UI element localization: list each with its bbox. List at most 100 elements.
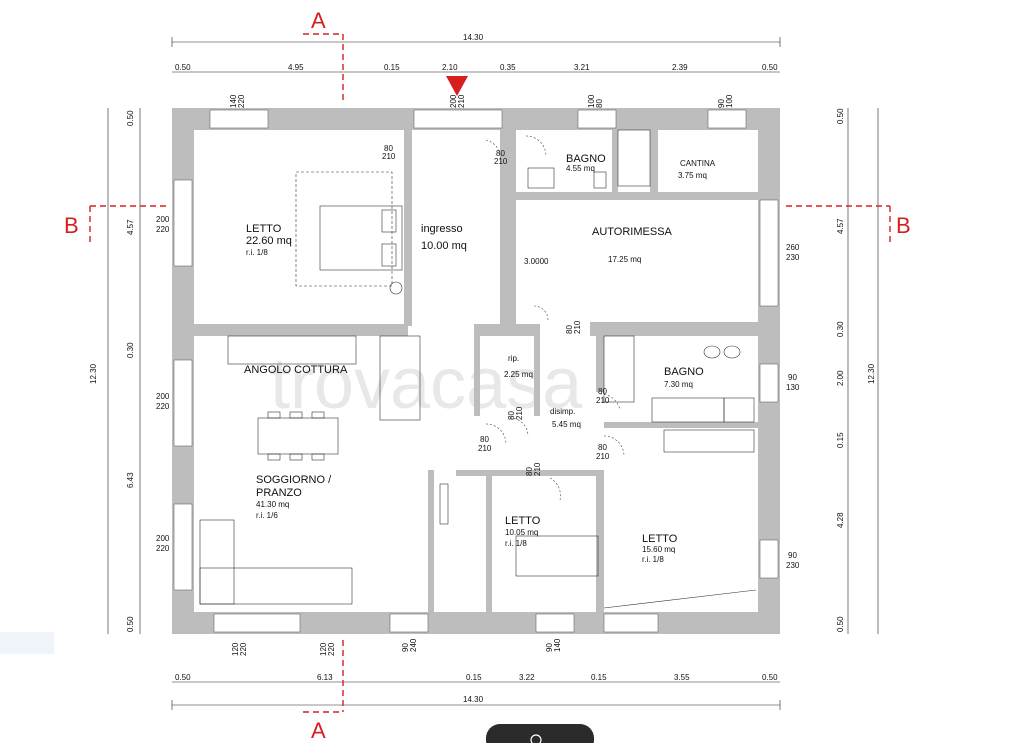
room-autorimessa-height: 3.0000 [524, 257, 549, 266]
dim-bottom-seg: 0.50 [175, 673, 191, 682]
opening-label: 80 [595, 99, 604, 108]
opening-label: 230 [786, 253, 800, 262]
opening-label: 90 [545, 643, 554, 652]
room-cantina-name: CANTINA [680, 159, 716, 168]
section-a-bottom: A [311, 718, 326, 743]
opening-labels: 140 220 200 210 100 80 90 100 200 220 20… [156, 94, 800, 656]
dim-bottom-seg: 0.15 [466, 673, 482, 682]
room-soggiorno-name2: PRANZO [256, 487, 302, 499]
room-bagno1-name: BAGNO [566, 153, 606, 165]
room-letto2-name: LETTO [505, 515, 541, 527]
opening-label: 210 [382, 152, 396, 161]
opening-label: 210 [457, 94, 466, 108]
room-soggiorno-name: SOGGIORNO / [256, 474, 332, 486]
room-letto2-area: 10.05 mq [505, 528, 538, 537]
section-b-left: B [64, 213, 79, 238]
room-rip-name: rip. [508, 354, 519, 363]
dim-bottom-seg: 3.22 [519, 673, 535, 682]
opening-label: 90 [788, 551, 797, 560]
dim-top-seg: 0.35 [500, 63, 516, 72]
opening-label: 80 [507, 411, 516, 420]
opening-label: 80 [496, 149, 505, 158]
room-soggiorno-ri: r.i. 1/6 [256, 511, 278, 520]
opening-label: 210 [494, 157, 508, 166]
room-ingresso-area: 10.00 mq [421, 240, 467, 252]
opening-label: 80 [384, 144, 393, 153]
room-letto1-ri: r.i. 1/8 [246, 248, 268, 257]
opening-label: 240 [409, 638, 418, 652]
room-bagno2-name: BAGNO [664, 366, 704, 378]
dim-bottom-seg: 0.15 [591, 673, 607, 682]
room-letto2-ri: r.i. 1/8 [505, 539, 527, 548]
opening-label: 230 [786, 561, 800, 570]
opening-label: 100 [725, 94, 734, 108]
room-disimp-area: 5.45 mq [552, 420, 581, 429]
opening-label: 80 [525, 467, 534, 476]
entrance-arrow-icon [446, 76, 468, 96]
opening-label: 200 [156, 215, 170, 224]
dim-right-seg: 2.00 [836, 370, 845, 386]
room-disimp-name: disimp. [550, 407, 575, 416]
opening-label: 140 [229, 94, 238, 108]
room-letto1-area: 22.60 mq [246, 235, 292, 247]
search-icon[interactable] [530, 734, 542, 743]
dim-top-seg: 0.50 [175, 63, 191, 72]
opening-label: 80 [598, 443, 607, 452]
dim-bottom-total: 14.30 [463, 695, 484, 704]
opening-label: 220 [239, 642, 248, 656]
room-soggiorno-area: 41.30 mq [256, 500, 289, 509]
room-rip-area: 2.25 mq [504, 370, 533, 379]
watermark: trovacasa [270, 344, 583, 424]
section-markers: A A B B [64, 8, 911, 743]
opening-label: 120 [319, 642, 328, 656]
dim-right-seg: 0.15 [836, 432, 845, 448]
opening-label: 90 [788, 373, 797, 382]
dim-left-seg: 0.50 [126, 616, 135, 632]
room-letto1-name: LETTO [246, 223, 282, 235]
opening-label: 220 [156, 225, 170, 234]
dim-left-seg: 0.30 [126, 342, 135, 358]
opening-label: 80 [480, 435, 489, 444]
viewer-control-pill[interactable] [486, 724, 594, 743]
opening-label: 80 [565, 325, 574, 334]
room-letto3-area: 15.60 mq [642, 545, 675, 554]
opening-label: 200 [156, 392, 170, 401]
fixtures [199, 129, 757, 609]
dim-right-seg: 0.30 [836, 321, 845, 337]
opening-label: 210 [573, 320, 582, 334]
dims-top: 14.30 0.50 4.95 0.15 2.10 0.35 3.21 2.39… [171, 33, 781, 73]
room-autorimessa-name: AUTORIMESSA [592, 226, 673, 238]
dim-bottom-seg: 0.50 [762, 673, 778, 682]
dim-top-seg: 3.21 [574, 63, 590, 72]
dim-top-seg: 2.39 [672, 63, 688, 72]
room-bagno1-area: 4.55 mq [566, 164, 595, 173]
opening-label: 80 [598, 387, 607, 396]
room-labels: LETTO 22.60 mq r.i. 1/8 ingresso 10.00 m… [244, 153, 716, 564]
opening-label: 210 [478, 444, 492, 453]
walls [172, 108, 780, 634]
dim-right-total: 12.30 [867, 363, 876, 384]
dims-right: 12.30 0.50 4.57 0.30 2.00 0.15 4.28 0.50 [836, 108, 879, 634]
opening-label: 220 [327, 642, 336, 656]
opening-label: 120 [231, 642, 240, 656]
dim-bottom-seg: 3.55 [674, 673, 690, 682]
section-a-top: A [311, 8, 326, 33]
opening-label: 200 [449, 94, 458, 108]
dim-right-seg: 0.50 [836, 616, 845, 632]
opening-label: 140 [553, 638, 562, 652]
opening-label: 220 [156, 402, 170, 411]
opening-label: 260 [786, 243, 800, 252]
opening-label: 90 [717, 99, 726, 108]
opening-label: 210 [515, 406, 524, 420]
opening-label: 200 [156, 534, 170, 543]
opening-label: 100 [587, 94, 596, 108]
side-panel-edge [0, 632, 54, 654]
room-bagno2-area: 7.30 mq [664, 380, 693, 389]
dim-bottom-seg: 6.13 [317, 673, 333, 682]
dim-right-seg: 0.50 [836, 108, 845, 124]
section-b-right: B [896, 213, 911, 238]
dim-left-seg: 0.50 [126, 110, 135, 126]
dim-left-seg: 4.57 [126, 219, 135, 235]
room-letto3-ri: r.i. 1/8 [642, 555, 664, 564]
